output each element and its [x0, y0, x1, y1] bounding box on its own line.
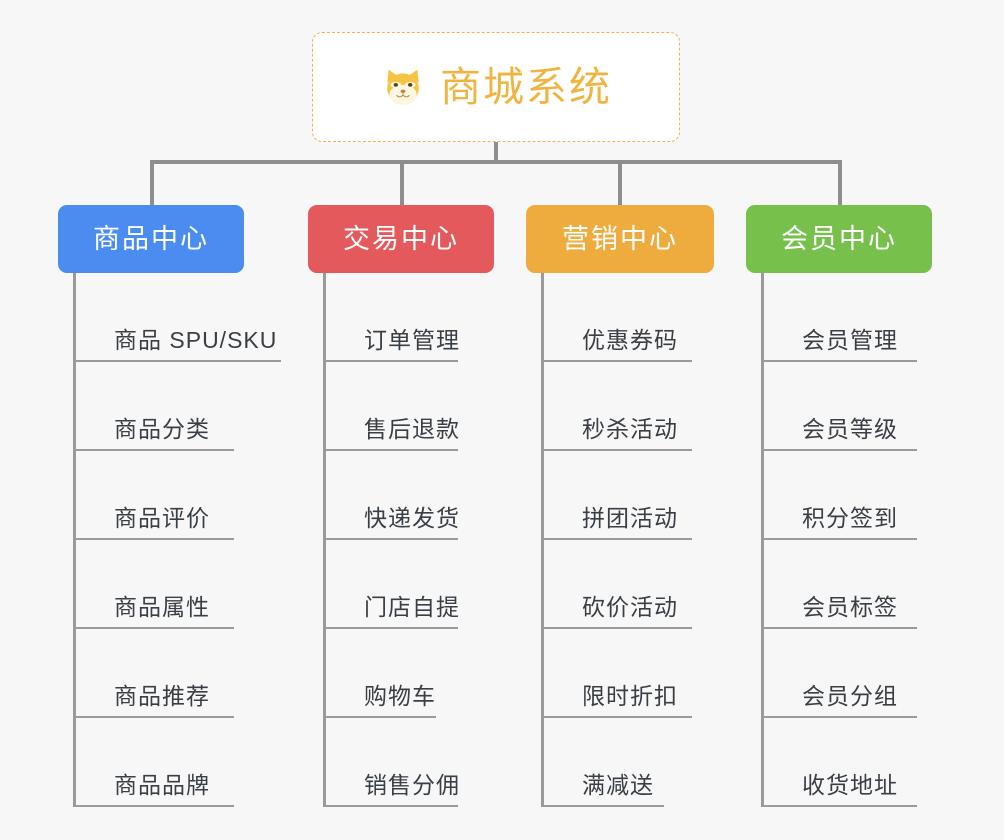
leaf-item[interactable]: 优惠券码 [541, 273, 692, 362]
category-box-product-center[interactable]: 商品中心 [58, 205, 244, 273]
category-box-marketing-center[interactable]: 营销中心 [526, 205, 714, 273]
leaf-underline [76, 360, 281, 362]
leaf-item[interactable]: 门店自提 [323, 540, 459, 629]
leaf-underline [544, 716, 692, 718]
leaf-label: 商品品牌 [114, 772, 210, 798]
leaf-item[interactable]: 商品分类 [73, 362, 234, 451]
leaf-underline [764, 538, 917, 540]
leaf-item[interactable]: 会员分组 [761, 629, 917, 718]
leaf-underline [764, 805, 917, 807]
leaf-underline [76, 716, 234, 718]
leaf-item[interactable]: 收货地址 [761, 718, 917, 807]
root-node[interactable]: 商城系统 [312, 32, 680, 142]
leaf-label: 秒杀活动 [582, 416, 678, 442]
connector-horizontal-bus [150, 160, 842, 164]
leaf-column-member-center: 会员管理 会员等级 积分签到 会员标签 会员分组 收货地址 [761, 273, 917, 807]
leaf-label: 优惠券码 [582, 327, 678, 353]
leaf-item[interactable]: 满减送 [541, 718, 664, 807]
leaf-item[interactable]: 积分签到 [761, 451, 917, 540]
leaf-underline [326, 627, 458, 629]
connector-drop-member-center [838, 160, 842, 206]
leaf-label: 购物车 [364, 683, 436, 709]
leaf-item[interactable]: 秒杀活动 [541, 362, 692, 451]
leaf-label: 商品 SPU/SKU [114, 327, 278, 353]
leaf-underline [326, 449, 458, 451]
leaf-underline [76, 538, 234, 540]
leaf-label: 商品评价 [114, 505, 210, 531]
leaf-item[interactable]: 购物车 [323, 629, 436, 718]
leaf-item[interactable]: 售后退款 [323, 362, 459, 451]
shiba-dog-face-icon [380, 64, 426, 110]
leaf-column-product-center: 商品 SPU/SKU 商品分类 商品评价 商品属性 商品推荐 商品品牌 [73, 273, 281, 807]
leaf-item[interactable]: 会员管理 [761, 273, 917, 362]
leaf-item[interactable]: 销售分佣 [323, 718, 459, 807]
leaf-label: 订单管理 [364, 327, 460, 353]
leaf-label: 会员等级 [802, 416, 898, 442]
leaf-underline [76, 805, 234, 807]
category-label-marketing-center: 营销中心 [562, 223, 678, 254]
leaf-item[interactable]: 拼团活动 [541, 451, 692, 540]
leaf-label: 会员管理 [802, 327, 898, 353]
leaf-label: 商品属性 [114, 594, 210, 620]
category-box-member-center[interactable]: 会员中心 [746, 205, 932, 273]
leaf-item[interactable]: 订单管理 [323, 273, 459, 362]
leaf-underline [764, 627, 917, 629]
leaf-underline [326, 538, 458, 540]
leaf-column-marketing-center: 优惠券码 秒杀活动 拼团活动 砍价活动 限时折扣 满减送 [541, 273, 692, 807]
leaf-underline [326, 360, 458, 362]
leaf-item[interactable]: 限时折扣 [541, 629, 692, 718]
leaf-item[interactable]: 快递发货 [323, 451, 459, 540]
leaf-label: 商品推荐 [114, 683, 210, 709]
leaf-label: 限时折扣 [582, 683, 678, 709]
leaf-underline [764, 360, 917, 362]
leaf-item[interactable]: 会员等级 [761, 362, 917, 451]
leaf-label: 售后退款 [364, 416, 460, 442]
leaf-label: 会员标签 [802, 594, 898, 620]
leaf-label: 销售分佣 [364, 772, 460, 798]
leaf-label: 积分签到 [802, 505, 898, 531]
leaf-item[interactable]: 商品品牌 [73, 718, 234, 807]
leaf-label: 会员分组 [802, 683, 898, 709]
category-label-trade-center: 交易中心 [343, 223, 459, 254]
connector-drop-trade-center [400, 160, 404, 206]
leaf-underline [544, 538, 692, 540]
root-title: 商城系统 [440, 63, 612, 110]
connector-drop-product-center [150, 160, 154, 206]
leaf-underline [544, 805, 664, 807]
leaf-underline [326, 716, 436, 718]
leaf-underline [544, 360, 692, 362]
category-label-product-center: 商品中心 [93, 223, 209, 254]
leaf-underline [76, 627, 234, 629]
leaf-item[interactable]: 商品 SPU/SKU [73, 273, 281, 362]
leaf-item[interactable]: 商品评价 [73, 451, 234, 540]
leaf-underline [544, 627, 692, 629]
leaf-label: 门店自提 [364, 594, 460, 620]
leaf-underline [764, 449, 917, 451]
leaf-label: 商品分类 [114, 416, 210, 442]
leaf-label: 拼团活动 [582, 505, 678, 531]
leaf-item[interactable]: 砍价活动 [541, 540, 692, 629]
leaf-column-trade-center: 订单管理 售后退款 快递发货 门店自提 购物车 销售分佣 [323, 273, 459, 807]
connector-drop-marketing-center [618, 160, 622, 206]
leaf-label: 砍价活动 [582, 594, 678, 620]
leaf-item[interactable]: 商品属性 [73, 540, 234, 629]
leaf-label: 快递发货 [364, 505, 460, 531]
leaf-item[interactable]: 商品推荐 [73, 629, 234, 718]
leaf-underline [544, 449, 692, 451]
leaf-label: 收货地址 [802, 772, 898, 798]
leaf-label: 满减送 [582, 772, 654, 798]
leaf-underline [764, 716, 917, 718]
category-box-trade-center[interactable]: 交易中心 [308, 205, 494, 273]
leaf-underline [326, 805, 458, 807]
leaf-underline [76, 449, 234, 451]
leaf-item[interactable]: 会员标签 [761, 540, 917, 629]
category-label-member-center: 会员中心 [781, 223, 897, 254]
connector-root-stem [494, 142, 498, 164]
